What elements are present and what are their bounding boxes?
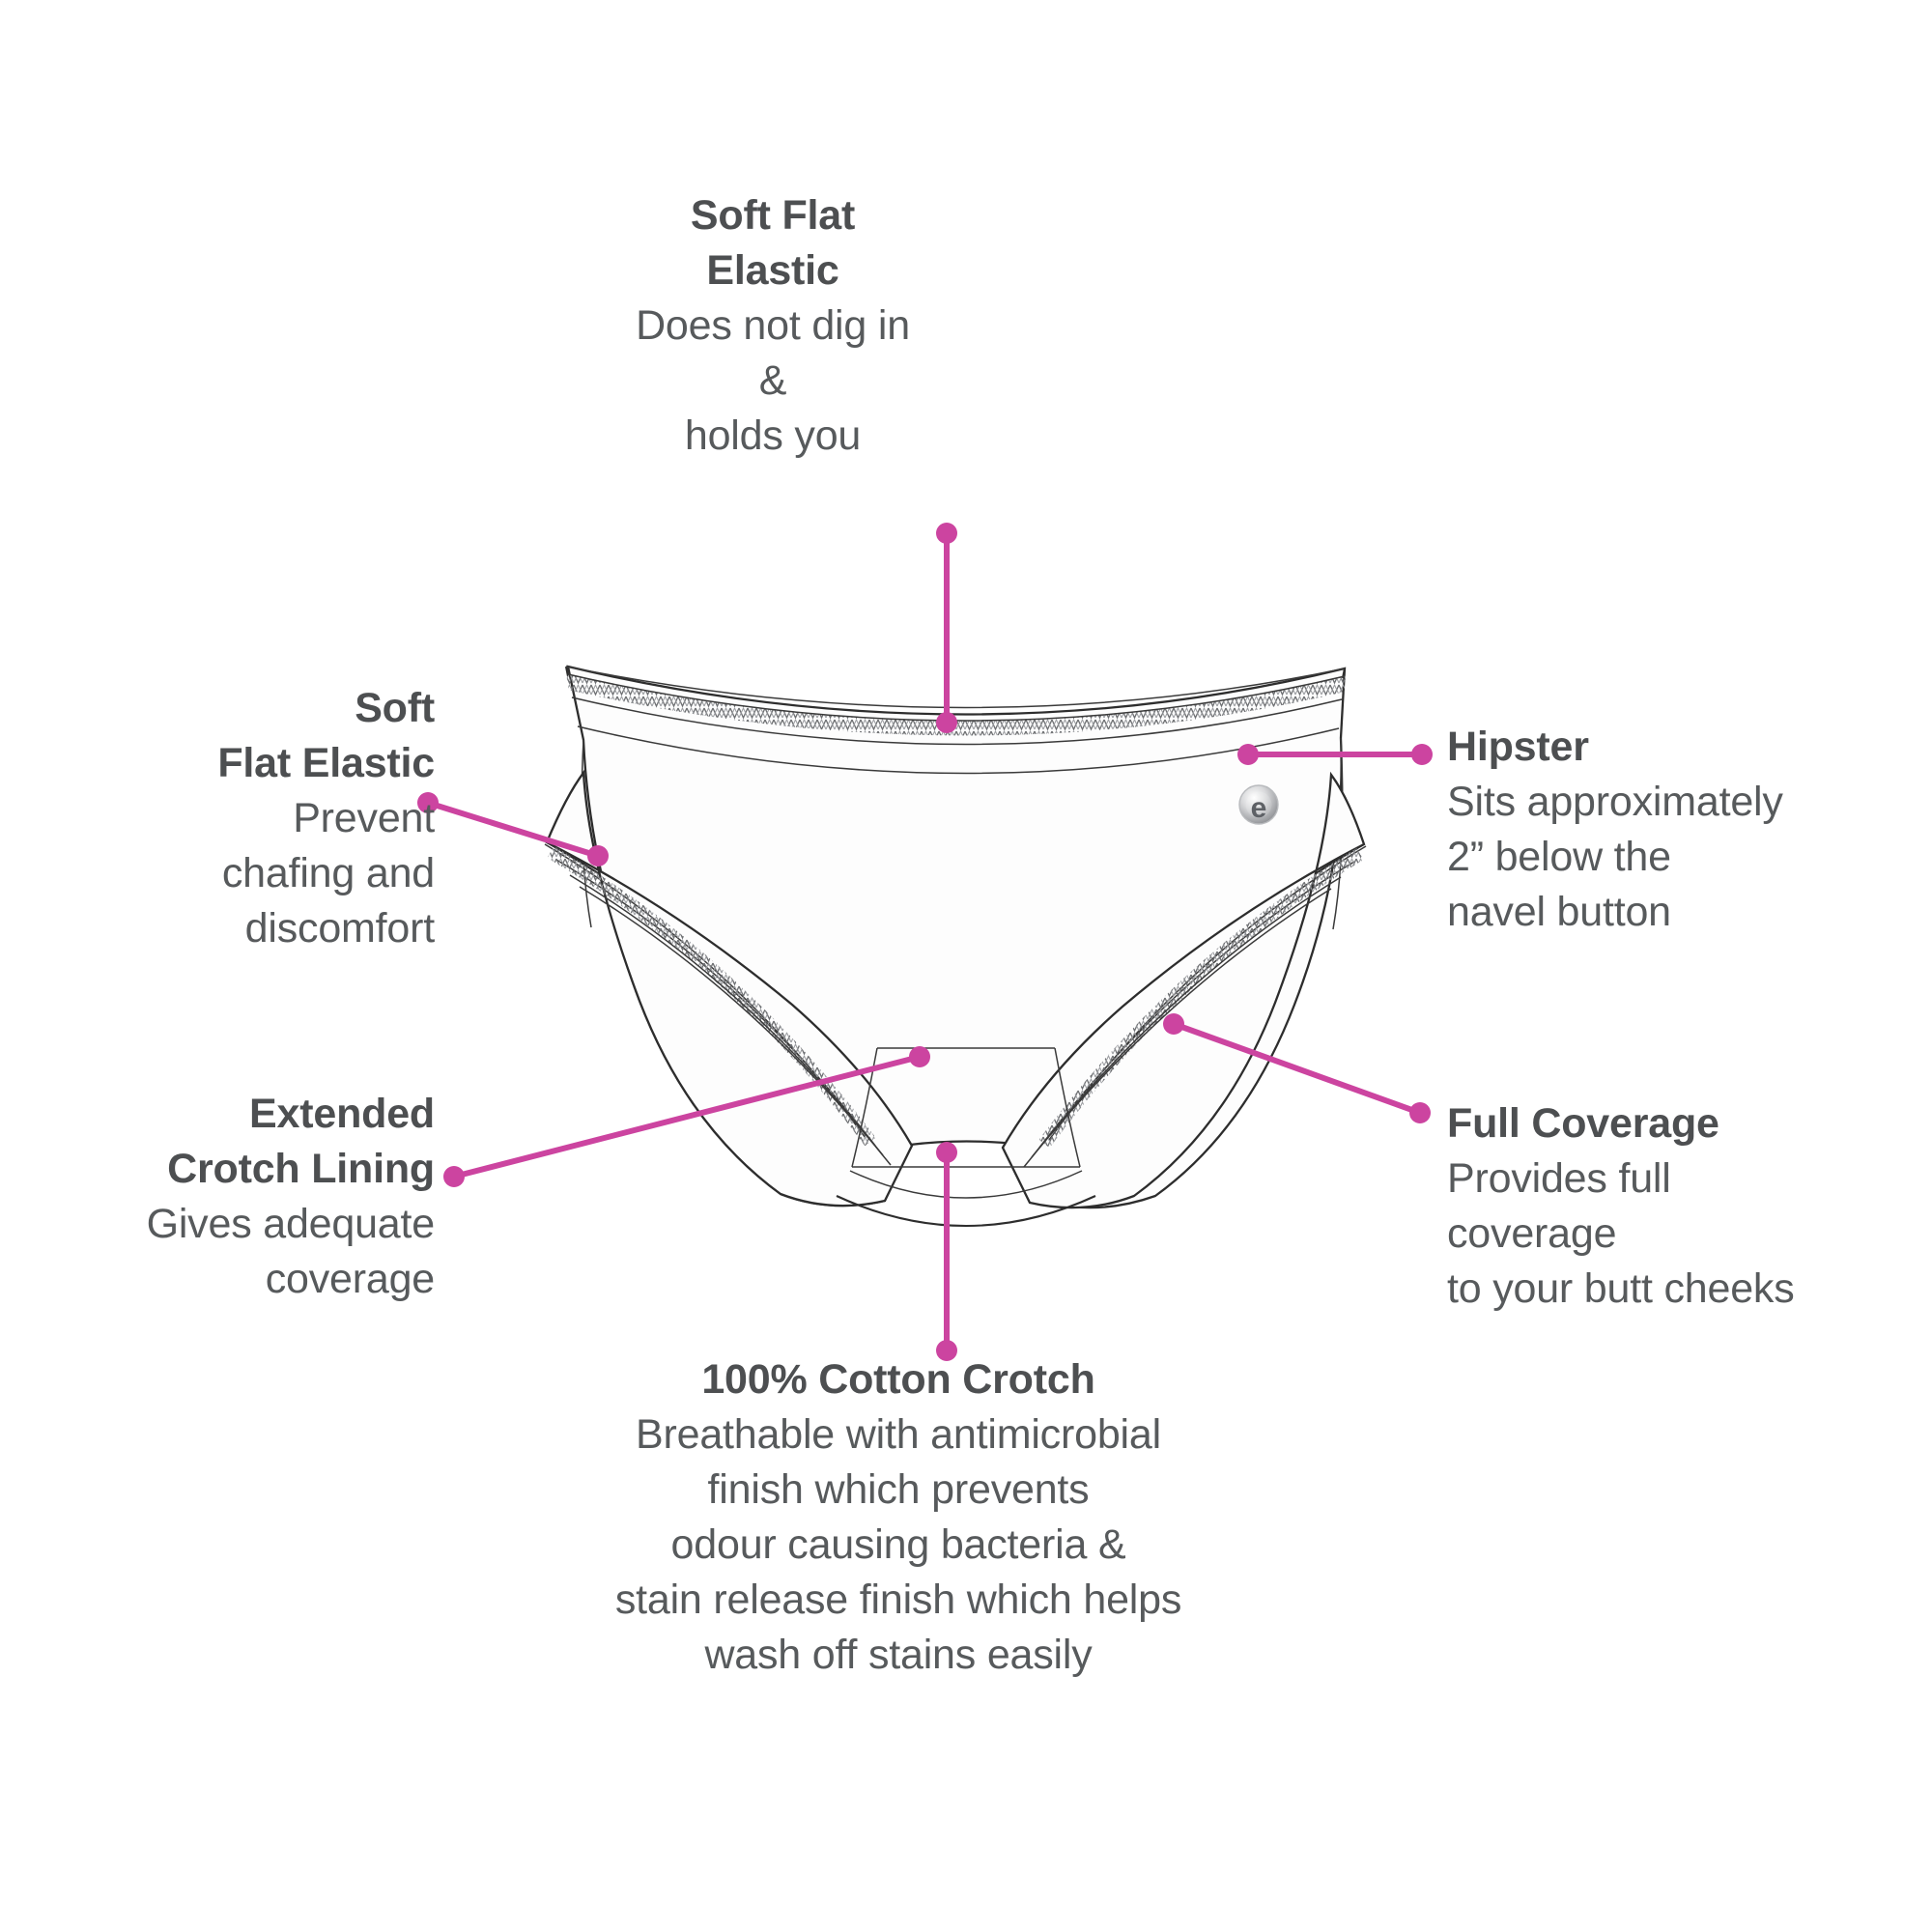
right-leg-stitching — [1038, 848, 1364, 1149]
callout-title: 100% Cotton Crotch — [701, 1356, 1095, 1403]
callout-cotton-crotch: 100% Cotton Crotch Breathable with antim… — [502, 1352, 1294, 1683]
leader-left-elastic — [417, 792, 609, 867]
callout-soft-flat-elastic-top: Soft Flat Elastic Does not dig in & hold… — [406, 188, 1140, 464]
callout-title: Soft Flat Elastic — [217, 685, 435, 786]
callout-hipster: Hipster Sits approximately 2” below the … — [1447, 720, 1930, 940]
callout-body: Does not dig in & holds you — [636, 302, 910, 459]
callout-title: Soft Flat Elastic — [690, 192, 856, 294]
leader-full-coverage — [1163, 1013, 1431, 1123]
callout-title: Extended Crotch Lining — [167, 1091, 435, 1192]
svg-text:e: e — [1251, 792, 1267, 824]
leader-cotton-crotch — [936, 1142, 957, 1361]
leader-hipster — [1237, 744, 1433, 765]
callout-body: Breathable with antimicrobial finish whi… — [614, 1411, 1182, 1678]
callout-body: Prevent chafing and discomfort — [221, 795, 435, 952]
callout-title: Hipster — [1447, 724, 1589, 770]
garment-outline: e — [544, 665, 1367, 1227]
callout-title: Full Coverage — [1447, 1100, 1719, 1147]
callout-soft-flat-elastic-left: Soft Flat Elastic Prevent chafing and di… — [0, 681, 435, 956]
callout-body: Provides full coverage to your butt chee… — [1447, 1155, 1795, 1312]
waistband-stitching — [566, 673, 1347, 736]
brand-logo-e: e — [1238, 784, 1279, 825]
callout-body: Gives adequate coverage — [146, 1201, 436, 1302]
callout-extended-crotch-lining: Extended Crotch Lining Gives adequate co… — [0, 1087, 436, 1307]
left-leg-stitching — [547, 845, 876, 1147]
leader-crotch-lining — [443, 1046, 930, 1187]
callout-full-coverage: Full Coverage Provides full coverage to … — [1447, 1096, 1932, 1317]
leader-top-elastic — [936, 523, 957, 733]
callout-body: Sits approximately 2” below the navel bu… — [1447, 779, 1783, 935]
